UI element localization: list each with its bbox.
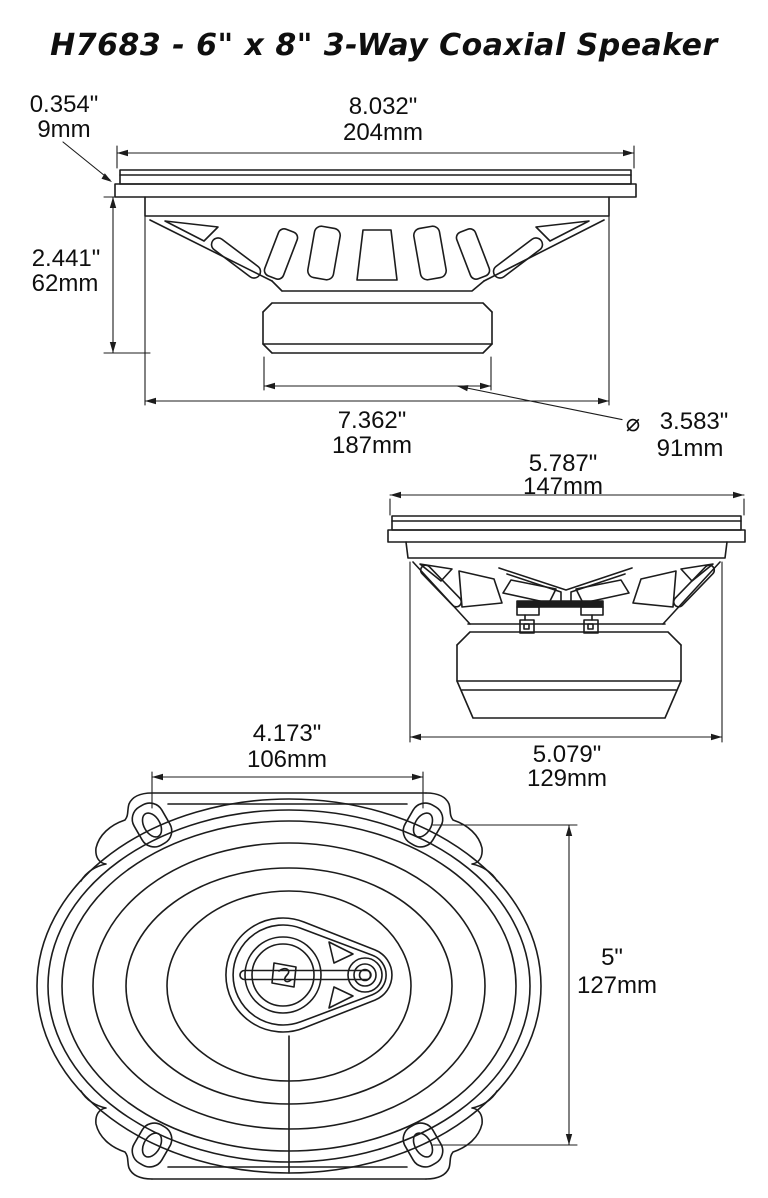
labels: H7683 - 6" x 8" 3-Way Coaxial Speaker 0.… [30, 28, 729, 999]
midrange-outer-ring [244, 936, 322, 1014]
gasket-and-cone-ovals [36, 798, 542, 1174]
coax-inner-teardrop [232, 924, 387, 1026]
dim-flange-thickness-mm: 9mm [37, 116, 90, 143]
coax-bridge-bar [239, 969, 372, 981]
terminals [516, 600, 604, 634]
mounting-frame [80, 792, 498, 1180]
vent-chevron-top [498, 567, 633, 591]
dim-mounting-depth-in: 2.441" [32, 245, 101, 272]
tweeter-ring [353, 963, 377, 987]
page-title: H7683 - 6" x 8" 3-Way Coaxial Speaker [50, 28, 719, 63]
mounting-hole-pockets [131, 802, 444, 1168]
dim-magnet-diameter-in: 3.583" [660, 408, 729, 435]
basket-wedge-right [535, 220, 590, 242]
basket-wedge-left [164, 220, 219, 242]
dim-hole-spacing-y-mm: 127mm [577, 972, 657, 999]
coax-cutout-upper [328, 941, 354, 964]
basket-vents-long [210, 225, 544, 281]
midrange-dome [251, 943, 315, 1007]
dim-overall-width-mm: 204mm [343, 119, 423, 146]
frame-inner-edges [167, 803, 408, 1168]
front-view [36, 792, 542, 1180]
vent-mid-right [632, 570, 677, 608]
dimension-lines-front [151, 771, 578, 1146]
basket-long [144, 196, 610, 292]
dim-short-overall-mm: 147mm [523, 473, 603, 500]
frame-corner-tl [80, 792, 153, 882]
side-view-short-axis [387, 515, 746, 719]
dim-mounting-depth-mm: 62mm [32, 270, 99, 297]
frame-corner-bl [80, 1090, 153, 1180]
dim-flange-thickness-in: 0.354" [30, 91, 99, 118]
brand-logo-badge [271, 962, 297, 988]
flange-long [114, 169, 637, 198]
frame-corner-tr [425, 792, 498, 882]
side-view-long-axis [114, 169, 637, 354]
magnet-long [262, 302, 493, 354]
dim-hole-spacing-y-in: 5" [601, 944, 623, 971]
dimension-lines-long [62, 141, 635, 421]
leader-magnet-diameter [456, 385, 623, 421]
brand-logo-swirl [278, 967, 292, 983]
coax-outer-teardrop [225, 917, 393, 1033]
dim-short-basket-mm: 129mm [527, 765, 607, 792]
diameter-icon: ⌀ [626, 409, 640, 437]
frame-corner-br [425, 1090, 498, 1180]
dim-hole-spacing-x-in: 4.173" [253, 720, 322, 747]
leader-flange-thickness [62, 141, 111, 181]
dimension-lines-short [389, 494, 745, 743]
dim-basket-width-mm: 187mm [332, 432, 412, 459]
coax-cutout-lower [328, 986, 354, 1009]
basket-short [405, 541, 728, 625]
dim-basket-width-in: 7.362" [338, 407, 407, 434]
dim-hole-spacing-x-mm: 106mm [247, 746, 327, 773]
tweeter-outer-ring [347, 957, 383, 993]
dim-short-basket-in: 5.079" [533, 741, 602, 768]
flange-short [387, 515, 746, 543]
magnet-short [456, 631, 682, 719]
dim-magnet-diameter-mm: 91mm [657, 435, 724, 462]
vent-mid-left [458, 570, 503, 608]
coaxial-assembly [225, 917, 393, 1033]
dimension-arrowheads [101, 149, 744, 1145]
dim-short-overall-in: 5.787" [529, 450, 598, 477]
dim-overall-width-in: 8.032" [349, 93, 418, 120]
